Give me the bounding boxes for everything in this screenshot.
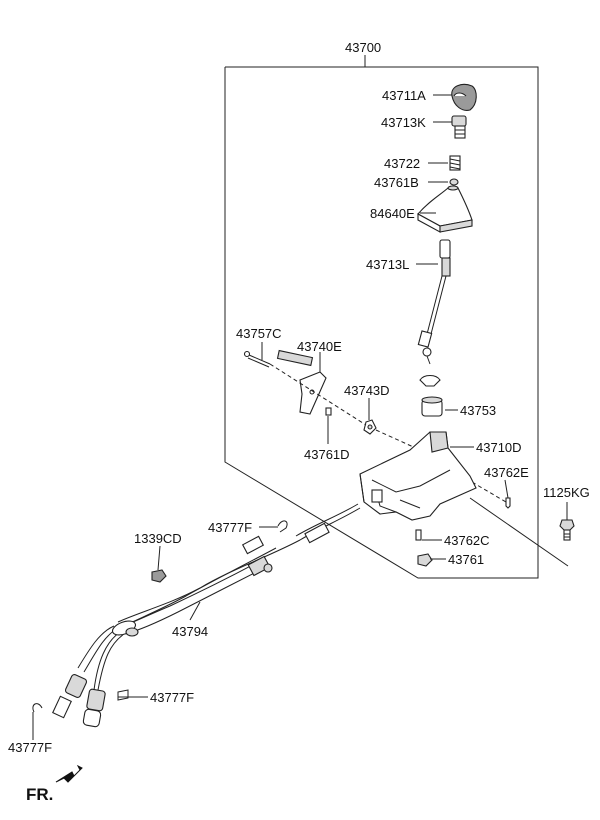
retaining-clip: [363, 419, 377, 435]
label-bracket: 43740E: [297, 339, 342, 354]
label-knob: 43711A: [382, 88, 426, 103]
label-cable: 43794: [172, 624, 208, 639]
cable-nut: [151, 569, 167, 583]
label-housing: 43710D: [476, 440, 522, 455]
label-bushing-small: 43761D: [304, 447, 350, 462]
label-pin-bottom: 43762C: [444, 533, 490, 548]
gate-bracket: [276, 349, 327, 415]
assembly-frame: [224, 55, 539, 579]
leader-lines: [32, 94, 568, 740]
shift-cables: [77, 503, 361, 691]
label-clip: 43743D: [344, 383, 390, 398]
label-screw-right: 43762E: [484, 465, 529, 480]
label-bolt: 1125KG: [543, 485, 590, 500]
label-pin: 43757C: [236, 326, 282, 341]
knob-insert: [451, 115, 467, 139]
bottom-bushing: [417, 553, 433, 567]
side-screw: [505, 497, 511, 509]
shifter-housing: [359, 431, 477, 521]
label-bushing-bottom: 43761: [448, 552, 484, 567]
label-clip-upper: 43777F: [208, 520, 252, 535]
bottom-pin: [415, 529, 422, 541]
assembly-label: 43700: [345, 40, 381, 55]
front-marker-label: FR.: [26, 785, 53, 804]
small-bushing: [325, 407, 332, 416]
label-knob-insert: 43713K: [381, 115, 426, 130]
label-clip-lower: 43777F: [8, 740, 52, 755]
part-labels: 43700 43711A 43713K 43722 43761B 84640E …: [8, 40, 590, 755]
front-arrow-icon: [55, 764, 83, 783]
pivot-pin: [243, 350, 271, 368]
label-bushing-lever: 43753: [460, 403, 496, 418]
label-nut: 1339CD: [134, 531, 182, 546]
front-marker: FR.: [26, 764, 83, 804]
label-boot: 84640E: [370, 206, 415, 221]
label-spring: 43722: [384, 156, 420, 171]
shift-lever: [417, 239, 451, 365]
gear-knob: [451, 83, 477, 111]
top-bushing: [449, 178, 459, 186]
shift-boot: [417, 185, 473, 233]
mounting-bolt: [559, 519, 575, 541]
label-clip-mid: 43777F: [150, 690, 194, 705]
spring: [449, 155, 461, 171]
cable-fittings: [52, 522, 330, 728]
label-lever: 43713L: [366, 257, 409, 272]
label-bushing-top: 43761B: [374, 175, 419, 190]
lever-bushing: [419, 374, 443, 417]
